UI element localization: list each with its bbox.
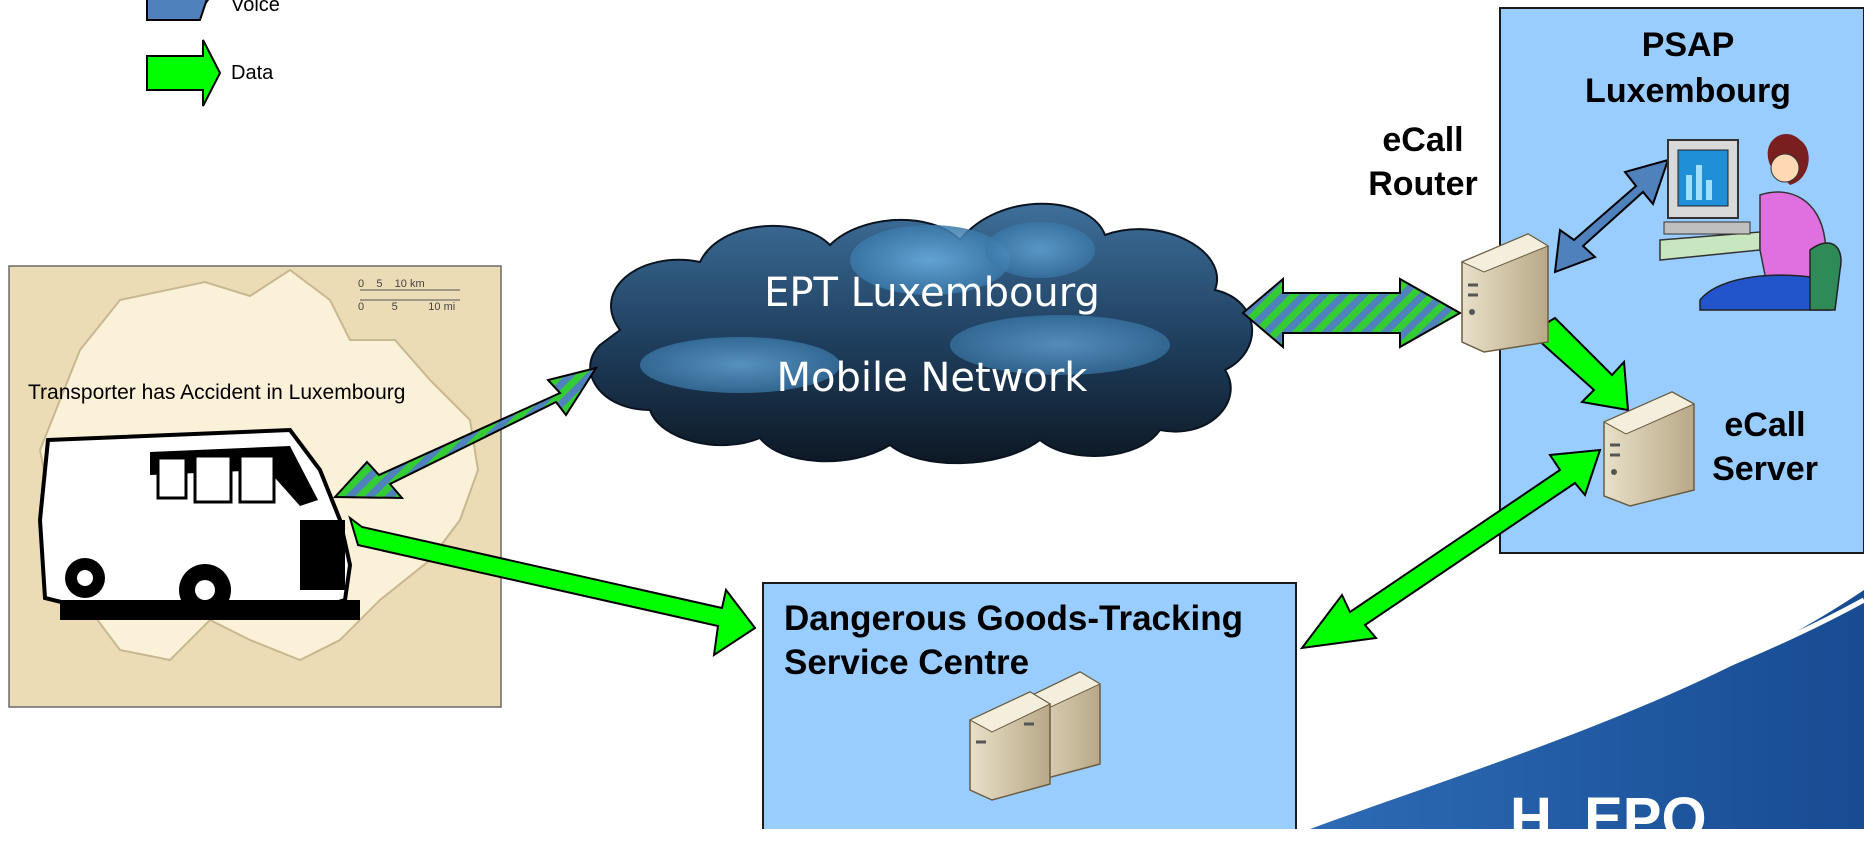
legend-data-arrow	[146, 39, 222, 107]
tracking-title-line1: Dangerous Goods-Tracking	[784, 599, 1243, 638]
van-illustration	[37, 427, 360, 621]
logo-text: H EPO	[1510, 786, 1707, 851]
legend-voice-label: Voice	[231, 0, 280, 16]
network-router-arrow	[1241, 276, 1463, 350]
operator-icon	[1659, 134, 1842, 311]
cloud-label-line2: Mobile Network	[776, 355, 1088, 401]
tracking-title: Dangerous Goods-Tracking Service Centre	[784, 597, 1243, 685]
map-scale-mi: 0 5 10 mi	[358, 301, 456, 313]
van-network-arrow	[332, 366, 599, 500]
router-label-line2: Router	[1368, 165, 1478, 203]
map-caption: Transporter has Accident in Luxembourg	[28, 381, 406, 404]
router-server-data-arrow	[1533, 316, 1630, 412]
van-tracking-data-arrow	[348, 515, 757, 658]
ecall-server-icon	[1602, 391, 1696, 507]
legend-data-label: Data	[231, 62, 274, 84]
router-server-icon	[1460, 233, 1550, 353]
legend-voice-arrow	[146, 0, 210, 21]
server-label-line2: Server	[1712, 450, 1818, 488]
cloud-label-line1: EPT Luxembourg	[764, 270, 1100, 316]
ecall-diagram	[8, 0, 1864, 829]
router-label-line1: eCall	[1382, 121, 1464, 159]
server-tracking-data-arrow	[1299, 448, 1602, 650]
router-label: eCall Router	[1348, 118, 1498, 206]
server-label: eCall Server	[1690, 403, 1840, 491]
tracking-title-line2: Service Centre	[784, 643, 1030, 682]
mobile-network-cloud	[589, 202, 1253, 465]
map-scale-km: 0 5 10 km	[358, 278, 425, 290]
tracking-servers-icon	[968, 671, 1102, 801]
psap-title-line1: PSAP	[1641, 26, 1735, 64]
heero-logo	[1299, 590, 1864, 829]
psap-title-line2: Luxembourg	[1585, 72, 1791, 110]
psap-title: PSAP Luxembourg	[1560, 22, 1816, 114]
server-label-line1: eCall	[1724, 406, 1806, 444]
